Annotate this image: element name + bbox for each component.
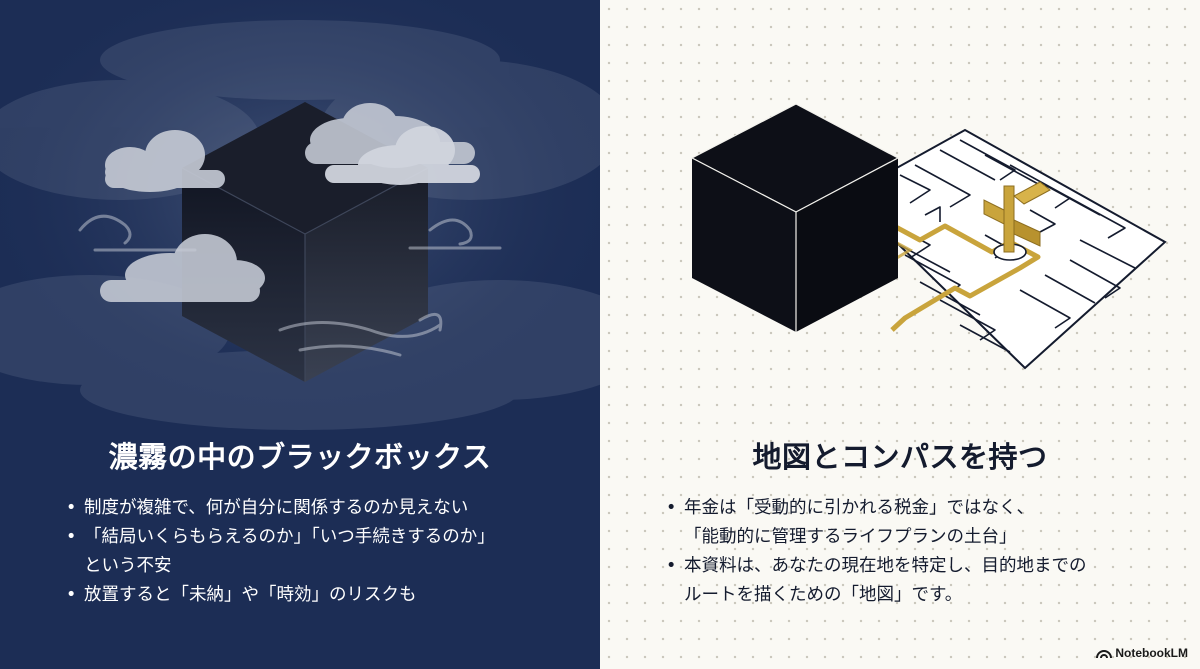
left-title: 濃霧の中のブラックボックス: [108, 440, 492, 474]
left-bullet-list: 制度が複雑で、何が自分に関係するのか見えない 「結局いくらもらえるのか」「いつ手…: [66, 494, 576, 610]
right-bullet-line: 本資料は、あなたの現在地を特定し、目的地までの: [684, 556, 1087, 576]
gold-route: [866, 209, 1041, 332]
right-bullet-item: 本資料は、あなたの現在地を特定し、目的地までの ルートを描くための「地図」です。: [666, 552, 1176, 610]
cloud-bottom-left: [100, 234, 265, 302]
right-bullet-line: ルートを描くための「地図」です。: [684, 585, 963, 605]
left-bullet-line: 「結局いくらもらえるのか」「いつ手続きするのか」: [84, 527, 495, 547]
left-bullet-line: 制度が複雑で、何が自分に関係するのか見えない: [84, 498, 469, 518]
brand-label: NotebookLM: [1115, 646, 1188, 660]
left-bullet-line: という不安: [84, 556, 172, 576]
left-bullet-item: 放置すると「未納」や「時効」のリスクも: [66, 581, 576, 610]
right-bullet-line: 「能動的に管理するライフプランの土台」: [684, 527, 1017, 547]
right-bullet-list: 年金は「受動的に引かれる税金」ではなく、 「能動的に管理するライフプランの土台」…: [666, 494, 1176, 610]
brand-watermark: NotebookLM: [1096, 646, 1188, 660]
wind-swirls: [78, 214, 502, 357]
right-panel: 地図とコンパスを持つ 年金は「受動的に引かれる税金」ではなく、 「能動的に管理す…: [600, 0, 1200, 669]
cube-in-fog-icon: [0, 0, 600, 430]
notebooklm-logo-icon: [1096, 649, 1113, 658]
left-bullet-item: 「結局いくらもらえるのか」「いつ手続きするのか」 という不安: [66, 523, 576, 581]
cloud-left: [105, 130, 225, 192]
black-cube: [690, 103, 900, 332]
signpost-icon: [983, 181, 1051, 253]
cube-on-map-with-signpost-icon: [690, 103, 1167, 370]
right-bullet-item: 年金は「受動的に引かれる税金」ではなく、 「能動的に管理するライフプランの土台」: [666, 494, 1176, 552]
left-bullet-line: 放置すると「未納」や「時効」のリスクも: [84, 585, 417, 605]
cloud-middle: [325, 126, 480, 185]
left-bullet-item: 制度が複雑で、何が自分に関係するのか見えない: [66, 494, 576, 523]
right-bullet-line: 年金は「受動的に引かれる税金」ではなく、: [684, 498, 1034, 518]
right-title: 地図とコンパスを持つ: [752, 440, 1048, 474]
left-panel: 濃霧の中のブラックボックス 制度が複雑で、何が自分に関係するのか見えない 「結局…: [0, 0, 600, 669]
